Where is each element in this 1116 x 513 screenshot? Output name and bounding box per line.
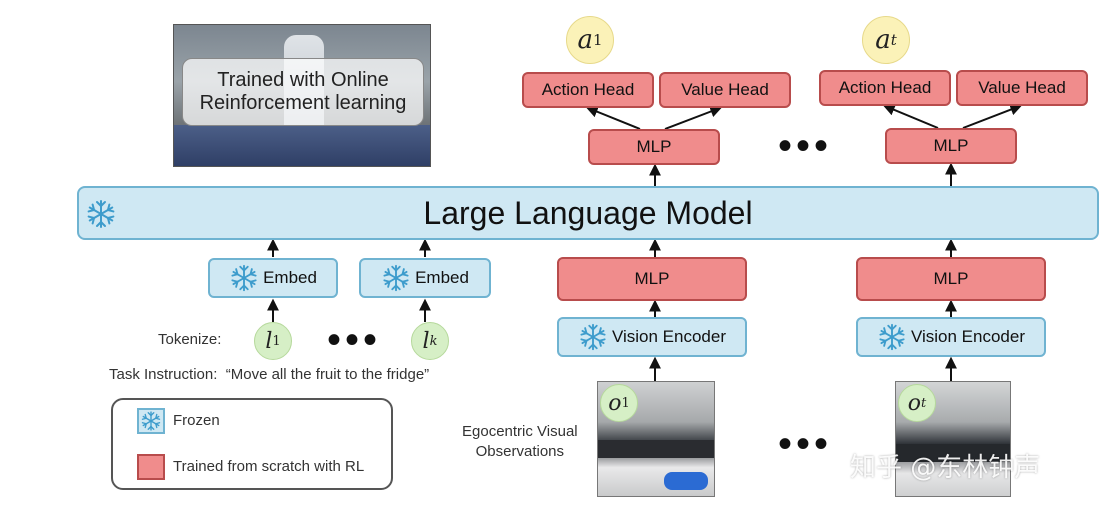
- token-subscript: k: [429, 333, 438, 349]
- mlp-label: MLP: [634, 269, 670, 288]
- obs-symbol: o: [608, 390, 622, 416]
- tokenize-label: Tokenize:: [158, 331, 222, 348]
- snowflake-icon: [229, 263, 259, 293]
- observations-line-2: Observations: [475, 443, 564, 460]
- legend: Frozen Trained from scratch with RL: [111, 398, 393, 490]
- ellipsis-observations: •••: [778, 422, 833, 466]
- obs-subscript: t: [921, 395, 927, 411]
- embed-label: Embed: [263, 268, 317, 287]
- vision-mlp-left: MLP: [557, 257, 747, 301]
- snowflake-icon: [85, 198, 117, 230]
- mlp-label: MLP: [933, 136, 969, 155]
- value-head-right: Value Head: [956, 70, 1088, 106]
- large-language-model: Large Language Model: [77, 186, 1099, 240]
- counter-top: [896, 444, 1010, 462]
- caption-line-1: Trained with Online: [217, 69, 389, 91]
- action-head-label: Action Head: [838, 78, 932, 97]
- token-subscript: 1: [272, 333, 281, 349]
- value-head-label: Value Head: [978, 78, 1066, 97]
- embed-right: Embed: [359, 258, 491, 298]
- task-text: “Move all the fruit to the fridge”: [225, 366, 430, 383]
- ellipsis-heads: •••: [778, 124, 833, 168]
- observations-line-1: Egocentric Visual: [462, 423, 578, 440]
- task-label: Task Instruction:: [109, 366, 218, 383]
- embed-label: Embed: [415, 268, 469, 287]
- output-symbol: a: [577, 25, 593, 55]
- output-subscript: 1: [592, 31, 603, 49]
- legend-trained-label: Trained from scratch with RL: [173, 458, 365, 475]
- counter-top: [598, 440, 714, 458]
- output-subscript: t: [890, 31, 897, 49]
- legend-trained-swatch: [137, 454, 165, 480]
- robot-image-card: Trained with Online Reinforcement learni…: [173, 24, 431, 167]
- observations-label: Egocentric Visual Observations: [462, 422, 578, 462]
- action-head-right: Action Head: [819, 70, 951, 106]
- action-head-left: Action Head: [522, 72, 654, 108]
- mlp-label: MLP: [636, 137, 672, 156]
- hand: [664, 472, 708, 490]
- value-head-left: Value Head: [659, 72, 791, 108]
- token-symbol: l: [265, 328, 273, 354]
- task-instruction: Task Instruction: “Move all the fruit to…: [109, 366, 429, 383]
- caption-box: Trained with Online Reinforcement learni…: [182, 58, 424, 126]
- head-mlp-right: MLP: [885, 128, 1017, 164]
- watermark: 知乎 @东林钟声: [850, 453, 1041, 483]
- snowflake-icon: [381, 263, 411, 293]
- output-symbol: a: [875, 25, 891, 55]
- obs-subscript: 1: [621, 395, 630, 411]
- vision-encoder-right: Vision Encoder: [856, 317, 1046, 357]
- obs-symbol: o: [907, 390, 921, 416]
- ellipsis-tokens: •••: [327, 318, 382, 362]
- snowflake-icon: [140, 410, 162, 432]
- snowflake-icon: [877, 322, 907, 352]
- llm-label: Large Language Model: [423, 194, 753, 231]
- legend-frozen-swatch: [137, 408, 165, 434]
- floor: [174, 125, 430, 166]
- vision-mlp-right: MLP: [856, 257, 1046, 301]
- value-head-label: Value Head: [681, 80, 769, 99]
- vision-encoder-left: Vision Encoder: [557, 317, 747, 357]
- token-symbol: l: [422, 328, 430, 354]
- mlp-label: MLP: [933, 269, 969, 288]
- action-head-label: Action Head: [541, 80, 635, 99]
- legend-frozen-label: Frozen: [173, 412, 220, 429]
- vision-encoder-label: Vision Encoder: [611, 327, 727, 346]
- snowflake-icon: [578, 322, 608, 352]
- embed-left: Embed: [208, 258, 338, 298]
- caption-line-2: Reinforcement learning: [199, 92, 407, 114]
- head-mlp-left: MLP: [588, 129, 720, 165]
- vision-encoder-label: Vision Encoder: [910, 327, 1026, 346]
